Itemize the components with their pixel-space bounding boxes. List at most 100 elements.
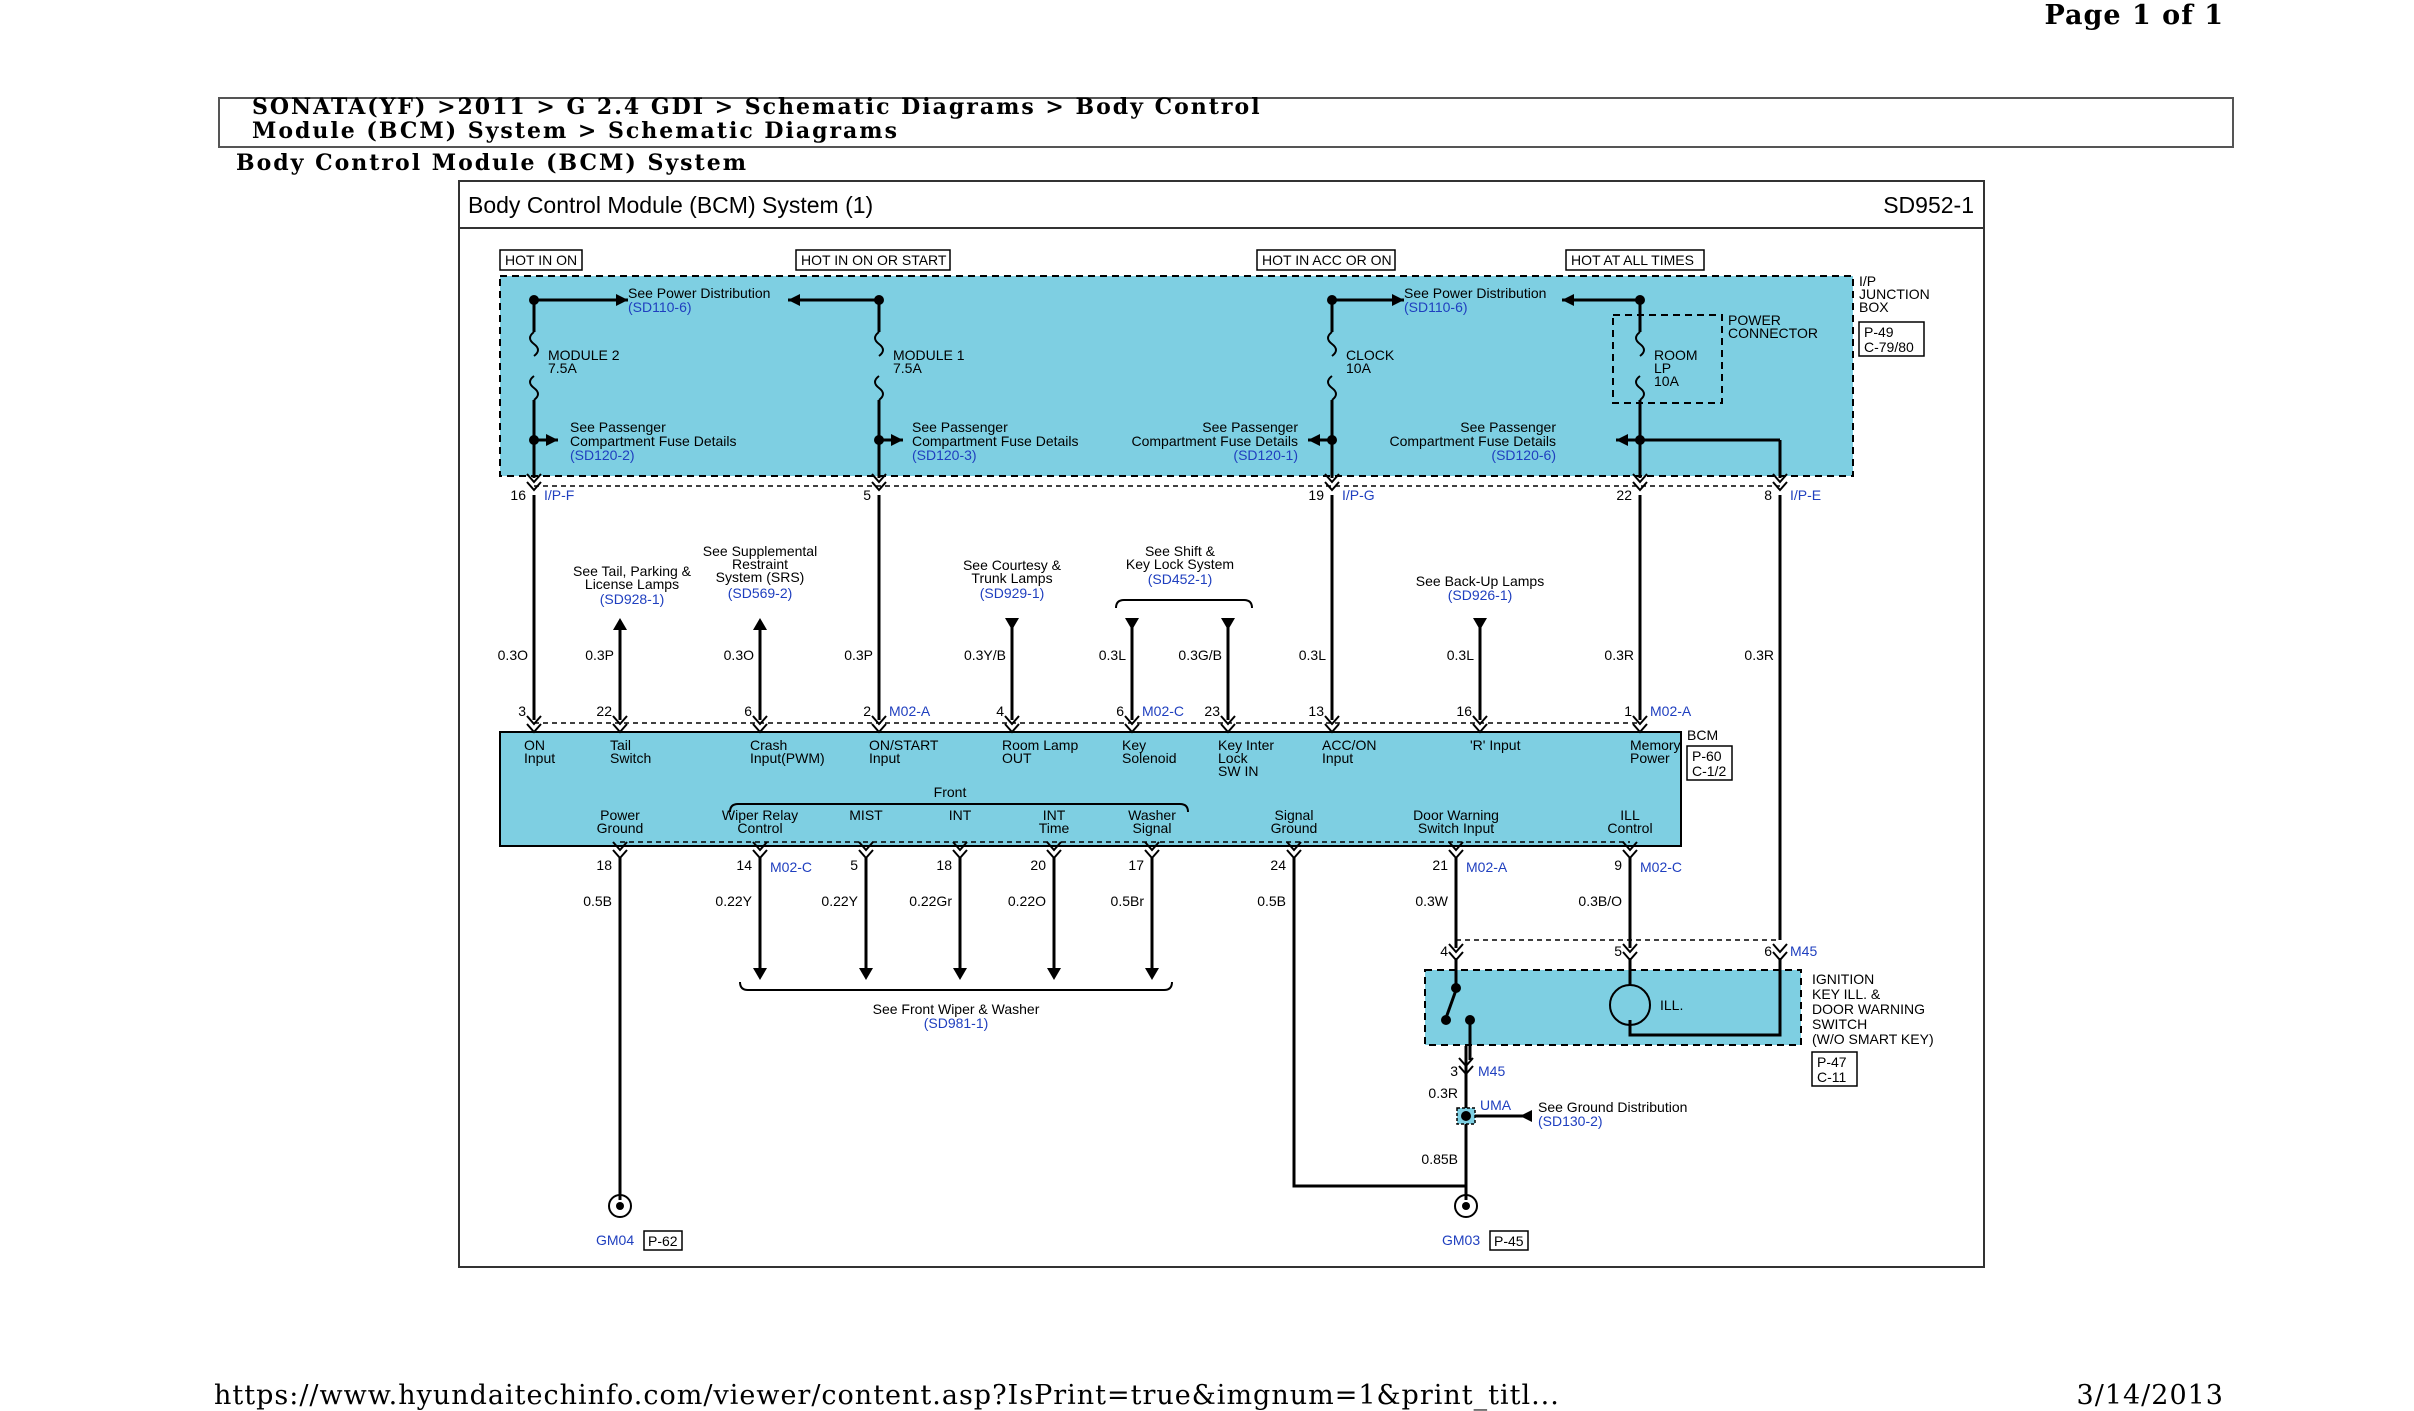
wire-color-label: 0.5B: [583, 893, 612, 909]
bcm-front-label: Front: [934, 784, 967, 800]
bcm-top-pin-number: 13: [1308, 703, 1324, 719]
arrow-down: [1473, 618, 1487, 630]
ignition-pin-number: 5: [1614, 943, 1622, 959]
ground-page-box: [643, 1230, 683, 1251]
ignition-pin-chevron: [1448, 951, 1464, 962]
arrow-left: [1308, 434, 1320, 446]
bcm-bottom-pin-label: Ground: [1271, 820, 1318, 836]
arrow-up: [753, 618, 767, 630]
ignition-pin-chevron: [1448, 943, 1464, 954]
system-ref-code: (SD569-2): [728, 585, 793, 601]
fuse-1: [529, 331, 539, 401]
bcm-bottom-pin-number: 24: [1270, 857, 1286, 873]
power-connector-label: POWER: [1728, 312, 1781, 328]
junction-pin-chevron: [1632, 473, 1648, 484]
bcm-bottom-pin-label: MIST: [849, 807, 883, 823]
hot-label: HOT IN ON: [505, 252, 577, 268]
bcm-top-pin-chevron: [526, 723, 542, 734]
ground-page: P-45: [1494, 1233, 1524, 1249]
bcm-bottom-pin-label: Switch Input: [1418, 820, 1494, 836]
bcm-bottom-pin-label: Power: [600, 807, 640, 823]
bcm-bottom-pin-label: INT: [949, 807, 972, 823]
system-ref: See Tail, Parking &: [573, 563, 692, 579]
bcm-bottom-pin-label: Control: [1607, 820, 1652, 836]
junction-pin-chevron: [871, 473, 887, 484]
passenger-fuse-ref: Compartment Fuse Details: [570, 433, 737, 449]
junction-pin-chevron: [871, 481, 887, 492]
bcm-name: BCM: [1687, 727, 1718, 743]
bcm-top-pin-chevron: [1004, 723, 1020, 734]
arrow-left: [1520, 1110, 1532, 1122]
junction-pin-chevron: [526, 473, 542, 484]
bus-splice: [529, 295, 539, 305]
bcm-bottom-pin-label: ILL: [1620, 807, 1640, 823]
bcm-top-pin-number: 3: [518, 703, 526, 719]
ignition-pin-chevron: [1622, 951, 1638, 962]
bcm-top-pin-number: 1: [1624, 703, 1632, 719]
uma-ref: See Ground Distribution: [1538, 1099, 1687, 1115]
wire-color-label: 0.3B/O: [1578, 893, 1622, 909]
bcm-top-pin-chevron: [871, 723, 887, 734]
fuse-label: 10A: [1346, 360, 1372, 376]
bcm-bottom-pin-chevron: [612, 841, 628, 852]
passenger-fuse-code: (SD120-2): [570, 447, 635, 463]
ignition-connector: M45: [1790, 943, 1817, 959]
ground-gm03-icon: [1454, 1194, 1478, 1218]
bcm-bottom-pin-connector: M02-A: [1466, 859, 1508, 875]
junction-box-label: BOX: [1859, 299, 1889, 315]
bcm-top-pin-label: Tail: [610, 737, 631, 753]
system-ref: Trunk Lamps: [971, 570, 1052, 586]
ignition-switch-label: SWITCH: [1812, 1016, 1867, 1032]
system-ref-code: (SD452-1): [1148, 571, 1213, 587]
fuse-output-splice: [874, 435, 884, 445]
system-ref: See Back-Up Lamps: [1416, 573, 1544, 589]
bcm-bottom-pin-label: Time: [1039, 820, 1070, 836]
bcm-top-pin-number: 16: [1456, 703, 1472, 719]
passenger-fuse-ref: Compartment Fuse Details: [1389, 433, 1556, 449]
hot-label: HOT IN ON OR START: [801, 252, 947, 268]
bcm-connector: C-1/2: [1692, 763, 1726, 779]
hot-label: [1256, 249, 1396, 271]
bus-splice: [874, 295, 884, 305]
shift-brace: [1115, 599, 1253, 609]
system-ref: See Courtesy &: [963, 557, 1062, 573]
hot-label: [1565, 249, 1705, 271]
bcm-top-pin-label: Key Inter: [1218, 737, 1274, 753]
bcm-top-pin-chevron: [1324, 723, 1340, 734]
ignition-switch-label: KEY ILL. &: [1812, 986, 1881, 1002]
ignition-bottom-chevron: [1458, 1065, 1474, 1076]
passenger-fuse-code: (SD120-6): [1491, 447, 1556, 463]
fuse-label: 10A: [1654, 373, 1680, 389]
wiper-brace: [739, 981, 1173, 991]
ignition-switch-label: DOOR WARNING: [1812, 1001, 1925, 1017]
bcm-bottom-pin-chevron: [1448, 849, 1464, 860]
junction-pin-number: 22: [1616, 487, 1632, 503]
wire-color-label: 0.3R: [1604, 647, 1634, 663]
wire-color-label: 0.3L: [1099, 647, 1126, 663]
bcm-top-pin-chevron: [1004, 715, 1020, 726]
arrow-up: [953, 968, 967, 980]
arrow-down: [1005, 618, 1019, 630]
bcm-top-pin-label: 'R' Input: [1470, 737, 1521, 753]
power-distribution-ref: See Power Distribution: [628, 285, 770, 301]
hot-label: HOT AT ALL TIMES: [1571, 252, 1694, 268]
system-ref: System (SRS): [716, 569, 805, 585]
wire-color-label: 0.3R: [1744, 647, 1774, 663]
arrow-down: [1125, 618, 1139, 630]
ignition-switch-label: (W/O SMART KEY): [1812, 1031, 1934, 1047]
bcm-top-pin-label: OUT: [1002, 750, 1032, 766]
power-connector-box: [1612, 314, 1723, 404]
passenger-fuse-ref: See Passenger: [912, 419, 1008, 435]
bcm-top-pin-label: Input: [869, 750, 900, 766]
power-connector-label: CONNECTOR: [1728, 325, 1818, 341]
junction-pin-number: 8: [1764, 487, 1772, 503]
footer-url[interactable]: https://www.hyundaitechinfo.com/viewer/c…: [214, 1380, 1560, 1411]
bcm-bottom-pin-chevron: [1286, 841, 1302, 852]
wire-color-label: 0.22Y: [715, 893, 752, 909]
bcm-top-pin-number: 23: [1204, 703, 1220, 719]
wire-color-label: 0.3W: [1415, 893, 1448, 909]
bcm-bottom-pin-chevron: [1046, 841, 1062, 852]
ground-name: GM03: [1442, 1232, 1480, 1248]
bcm-top-pin-label: Switch: [610, 750, 651, 766]
wire-color-label: 0.5Br: [1111, 893, 1145, 909]
